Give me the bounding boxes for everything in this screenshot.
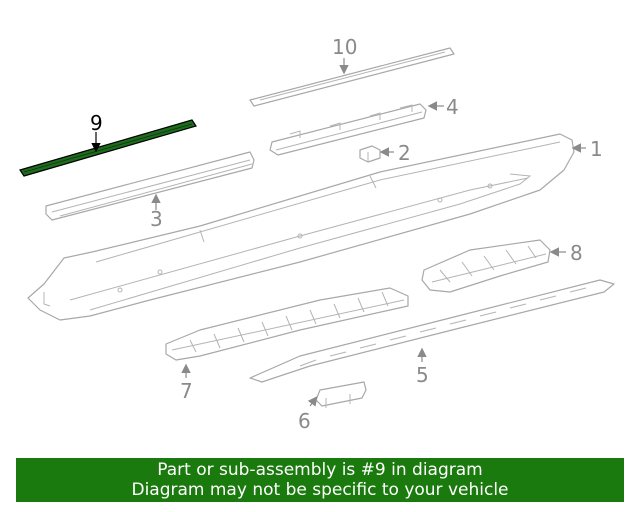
part-9-highlighted-strip[interactable] [19, 119, 197, 177]
part-7-support[interactable] [165, 287, 409, 361]
callout-5: 5 [416, 363, 429, 387]
part-2-clip[interactable] [359, 145, 381, 163]
callout-6: 6 [298, 409, 311, 433]
banner-line-1: Part or sub-assembly is #9 in diagram [157, 460, 483, 480]
part-10-trim-strip[interactable] [249, 47, 455, 107]
parts-diagram: 10 4 2 1 9 3 8 7 5 6 [19, 35, 615, 433]
callout-9: 9 [90, 111, 103, 135]
callout-8: 8 [570, 241, 583, 265]
callout-7: 7 [180, 379, 193, 403]
info-banner: Part or sub-assembly is #9 in diagram Di… [16, 458, 624, 502]
part-3-channel[interactable] [45, 151, 255, 221]
callout-3: 3 [150, 207, 163, 231]
part-5-grille[interactable] [249, 279, 615, 383]
banner-line-2: Diagram may not be specific to your vehi… [131, 480, 509, 500]
callout-10: 10 [332, 35, 357, 59]
part-8-bracket[interactable] [421, 239, 551, 293]
part-1-rocker-panel[interactable] [27, 133, 575, 321]
callout-2: 2 [398, 141, 411, 165]
callout-4: 4 [446, 95, 459, 119]
callout-1: 1 [590, 137, 603, 161]
leader-6 [307, 396, 318, 407]
part-4-bracket[interactable] [269, 103, 427, 156]
part-6-bracket[interactable] [315, 381, 367, 408]
